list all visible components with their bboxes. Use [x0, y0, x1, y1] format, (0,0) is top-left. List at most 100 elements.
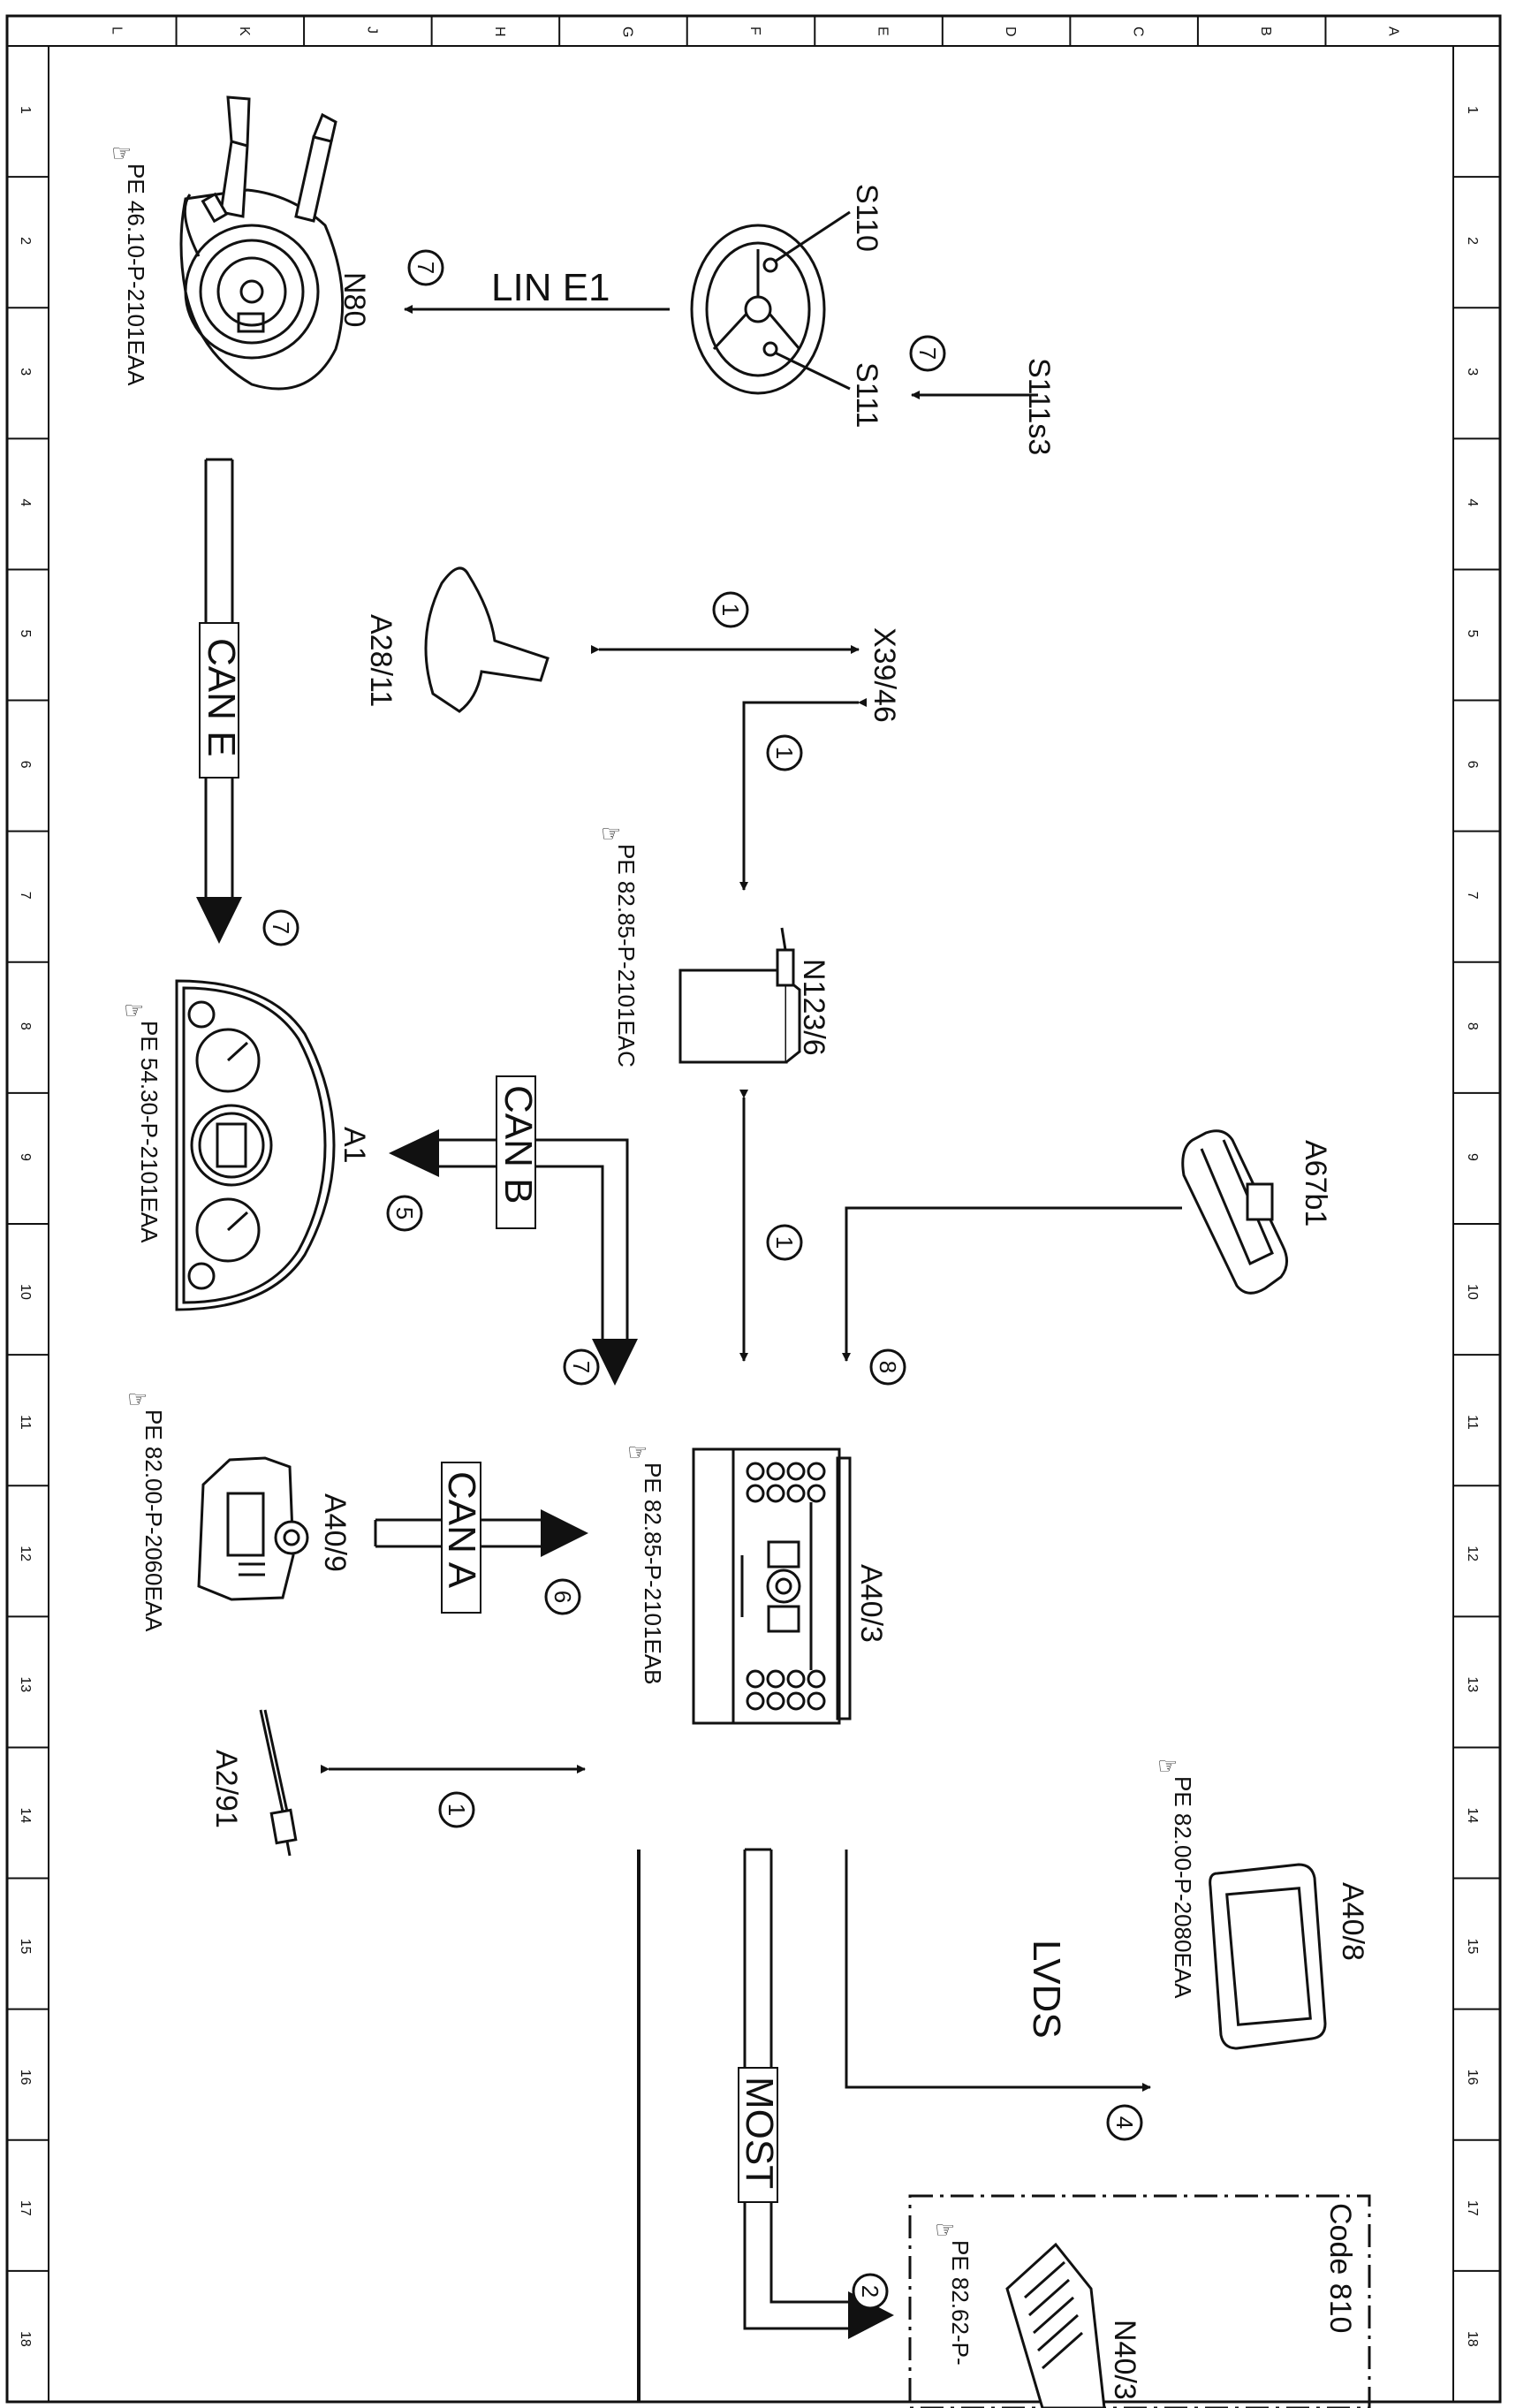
grid-number: 7	[18, 892, 33, 900]
grid-number: 8	[18, 1022, 33, 1030]
n80-steering-column-module	[179, 95, 345, 391]
reference-hand-icon: ☞	[127, 1386, 148, 1412]
code-810-box	[908, 2194, 1371, 2408]
reference-hand-icon: ☞	[601, 820, 621, 847]
grid-number: 15	[1465, 1939, 1480, 1955]
reference-hand-icon: ☞	[1157, 1752, 1178, 1779]
signal-number: 1	[712, 591, 749, 628]
reference-hand-icon: ☞	[111, 140, 132, 166]
grid-number: 13	[1465, 1676, 1480, 1692]
svg-text:5: 5	[391, 1207, 418, 1219]
a40-9-component	[197, 1456, 309, 1601]
grid-number: 7	[1465, 892, 1480, 900]
n40-3-ref: PE 82.62-P-	[947, 2240, 974, 2366]
can-b-bus	[389, 1075, 638, 1386]
steering-wheel	[690, 210, 851, 395]
reference-hand-icon: ☞	[935, 2216, 955, 2243]
svg-text:7: 7	[568, 1361, 595, 1373]
grid-number: 10	[18, 1284, 33, 1300]
s111-label: S111	[850, 362, 883, 428]
grid-number: 10	[1465, 1284, 1480, 1300]
grid-number: 13	[18, 1676, 33, 1692]
can-a-bus	[374, 1462, 588, 1614]
grid-number: 14	[1465, 1808, 1480, 1824]
n123-6-ref: PE 82.85-P-2101EAC	[613, 844, 640, 1067]
grid-number: 14	[18, 1808, 33, 1824]
grid-letter: A	[1386, 27, 1401, 36]
a40-8-display	[1209, 1863, 1327, 2050]
svg-text:6: 6	[550, 1591, 576, 1603]
grid-letter: J	[364, 27, 379, 34]
svg-text:2: 2	[857, 2285, 883, 2298]
a28-11-component	[424, 566, 550, 713]
grid-number: 11	[18, 1415, 33, 1430]
grid-number: 4	[18, 498, 33, 506]
x39-46-label: X39/46	[868, 627, 901, 723]
grid-letter: L	[109, 27, 124, 34]
svg-text:7: 7	[413, 262, 439, 274]
grid-number: 3	[1465, 368, 1480, 376]
grid-letter: G	[619, 27, 634, 37]
signal-number: 6	[544, 1578, 581, 1615]
grid-number: 17	[18, 2200, 33, 2216]
signal-number: 1	[766, 734, 803, 771]
grid-number: 3	[18, 368, 33, 376]
can-e-label: CAN E	[200, 638, 243, 756]
lvds-label: LVDS	[1025, 1940, 1068, 2039]
lin-e1-label: LIN E1	[491, 266, 610, 309]
a40-3-ref: PE 82.85-P-2101EAB	[640, 1462, 666, 1685]
svg-text:4: 4	[1111, 2116, 1138, 2129]
grid-letter: F	[747, 27, 762, 35]
svg-text:1: 1	[717, 604, 744, 616]
grid-number: 2	[1465, 237, 1480, 245]
a1-instrument-cluster	[175, 979, 336, 1311]
a40-9-ref: PE 82.00-P-2060EAA	[140, 1409, 167, 1632]
grid-number: 2	[18, 237, 33, 245]
grid-number: 6	[1465, 761, 1480, 769]
most-label: MOST	[738, 2077, 781, 2189]
grid-letter: D	[1003, 27, 1018, 37]
can-a-label: CAN A	[440, 1471, 483, 1589]
n40-3-label: N40/3	[1108, 2320, 1141, 2400]
a1-ref: PE 54.30-P-2101EAA	[136, 1021, 163, 1243]
a28-11-label: A28/11	[364, 614, 398, 707]
code-810-label: Code 810	[1323, 2203, 1357, 2333]
grid-number: 15	[18, 1939, 33, 1955]
svg-text:1: 1	[443, 1804, 470, 1816]
a2-91-antenna	[259, 1709, 298, 1857]
grid-letter: H	[492, 27, 507, 37]
s110-label: S110	[850, 184, 883, 252]
grid-number: 11	[1465, 1415, 1480, 1430]
signal-number: 7	[407, 249, 444, 286]
a40-8-ref: PE 82.00-P-2080EAA	[1170, 1776, 1196, 1999]
reference-hand-icon: ☞	[627, 1439, 648, 1465]
svg-text:7: 7	[914, 347, 941, 360]
n123-6-component	[678, 927, 801, 1064]
grid-number: 1	[1465, 106, 1480, 114]
signal-number: 7	[262, 909, 299, 946]
signal-number: 5	[386, 1195, 423, 1232]
grid-number: 12	[18, 1546, 33, 1561]
n123-6-label: N123/6	[797, 959, 830, 1056]
lvds-wire	[845, 1850, 1151, 2092]
signal-number: 1	[438, 1791, 475, 1828]
grid-number: 9	[18, 1153, 33, 1161]
a2-91-label: A2/91	[209, 1750, 243, 1828]
reference-hand-icon: ☞	[124, 997, 144, 1023]
grid-number: 5	[1465, 630, 1480, 638]
grid-number: 18	[18, 2331, 33, 2347]
svg-text:1: 1	[771, 1236, 798, 1249]
can-b-label: CAN B	[496, 1085, 540, 1204]
grid-letter: K	[237, 27, 252, 36]
a40-3-head-unit	[692, 1447, 852, 1725]
grid-number: 6	[18, 761, 33, 769]
can-e-bus	[196, 458, 242, 944]
signal-number: 1	[766, 1224, 803, 1261]
grid-number: 4	[1465, 498, 1480, 506]
a67b1-label: A67b1	[1299, 1140, 1332, 1227]
svg-text:8: 8	[875, 1361, 901, 1373]
n80-ref: PE 46.10-P-2101EAA	[123, 163, 149, 386]
a40-3-label: A40/3	[854, 1564, 888, 1643]
